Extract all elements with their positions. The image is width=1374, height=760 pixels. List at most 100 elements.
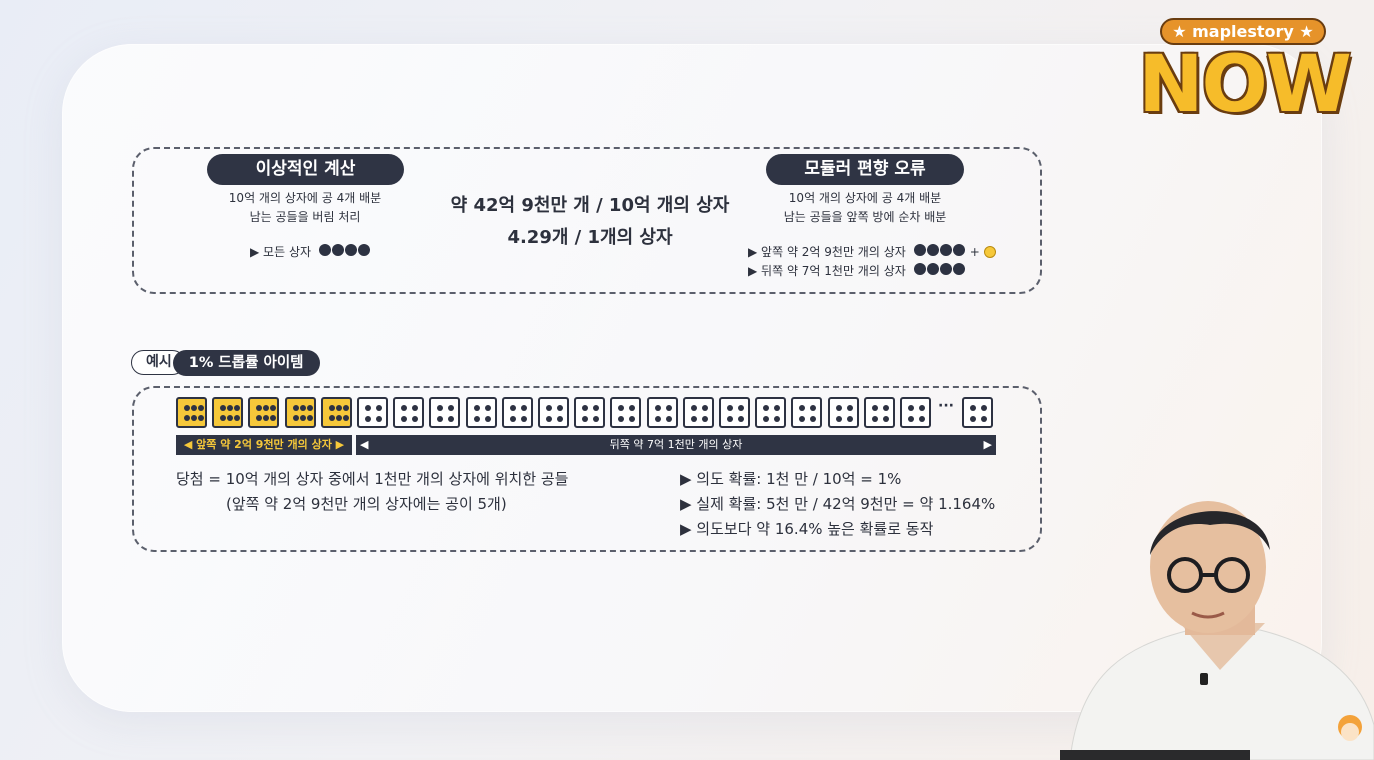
ideal-calc-row: ▶ 모든 상자: [250, 243, 371, 260]
ball-icon: [484, 405, 491, 411]
ball-box-back: [610, 397, 642, 428]
ball-icon: [970, 405, 976, 411]
ball-group: [913, 244, 966, 259]
ball-icon: [484, 416, 491, 422]
ball-icon: [701, 416, 708, 422]
ball-icon: [939, 244, 952, 256]
ball-icon: [191, 415, 197, 421]
ball-box-back: [791, 397, 823, 428]
ball-icon: [448, 416, 455, 422]
ball-icon: [270, 405, 277, 411]
ball-icon: [981, 405, 987, 411]
modulo-bias-line1: 10억 개의 상자에 공 4개 배분: [788, 191, 942, 205]
ratio-line2: 4.29개 / 1개의 상자: [507, 227, 673, 248]
ball-icon: [292, 405, 299, 411]
ball-box-front: [212, 397, 244, 428]
ball-icon: [774, 416, 781, 422]
ball-box-back: [393, 397, 425, 428]
modulo-bias-pill: 모듈러 편향 오류: [766, 154, 964, 185]
ball-icon: [690, 405, 697, 411]
ball-icon: [763, 416, 770, 422]
ball-icon: [220, 405, 227, 411]
ball-icon: [618, 416, 625, 422]
ball-icon: [913, 263, 926, 275]
arrow-left-icon: ◀: [360, 438, 369, 451]
ball-icon: [263, 405, 270, 411]
ball-box-back: [429, 397, 461, 428]
ball-icon: [701, 405, 708, 411]
ball-icon: [184, 415, 190, 421]
ball-icon: [376, 416, 382, 422]
ball-icon: [629, 416, 636, 422]
example-tag: 예시 1% 드롭률 아이템: [131, 350, 320, 376]
ball-icon: [835, 416, 842, 422]
ball-icon: [412, 416, 419, 422]
ball-icon: [882, 405, 889, 411]
ball-icon: [306, 405, 313, 411]
ball-icon: [593, 416, 600, 422]
actual-probability: ▶ 실제 확률: 5천 만 / 42억 9천만 = 약 1.164%: [680, 495, 996, 513]
ball-icon: [871, 405, 878, 411]
ball-icon: [690, 416, 697, 422]
ball-icon: [335, 405, 342, 411]
ball-icon: [270, 415, 277, 421]
ball-group: [913, 263, 966, 278]
ball-icon: [926, 263, 939, 275]
ball-icon: [292, 415, 299, 421]
win-note: (앞쪽 약 2억 9천만 개의 상자에는 공이 5개): [226, 495, 507, 513]
ball-icon: [654, 416, 661, 422]
ball-box-back: [900, 397, 931, 428]
back-boxes-label: 뒤쪽 약 7억 1천만 개의 상자: [609, 438, 743, 451]
ball-icon: [191, 405, 197, 411]
ball-icon: [358, 244, 371, 256]
ball-icon: [546, 416, 552, 422]
ball-icon: [437, 405, 444, 411]
ball-icon: [557, 405, 563, 411]
ball-icon: [198, 405, 204, 411]
ball-icon: [926, 244, 939, 256]
ball-icon: [365, 405, 371, 411]
ball-icon: [799, 405, 806, 411]
front-boxes-label: ◀ 앞쪽 약 2억 9천만 개의 상자 ▶: [183, 438, 345, 451]
now-logo: NOW: [1138, 40, 1352, 130]
ball-icon: [328, 405, 335, 411]
ball-icon: [412, 405, 419, 411]
modulo-bias-row1-label: ▶ 앞쪽 약 2억 9천만 개의 상자: [748, 245, 906, 259]
ball-icon: [184, 405, 190, 411]
modulo-bias-row2: ▶ 뒤쪽 약 7억 1천만 개의 상자: [748, 262, 966, 279]
ball-box-front: [320, 397, 352, 428]
win-definition: 당첨 = 10억 개의 상자 중에서 1천만 개의 상자에 위치한 공들: [176, 470, 569, 488]
ball-icon: [665, 405, 672, 411]
ball-icon: [509, 405, 516, 411]
ball-icon: [913, 244, 926, 256]
ball-icon: [665, 416, 672, 422]
ball-box-front: [248, 397, 280, 428]
ball-icon: [448, 405, 455, 411]
ball-icon: [437, 416, 444, 422]
ball-box-back: [646, 397, 678, 428]
ball-icon: [401, 416, 408, 422]
ball-icon: [871, 416, 878, 422]
ball-box-front: [284, 397, 316, 428]
ball-box-back: [357, 397, 388, 428]
ball-icon: [473, 405, 480, 411]
ball-icon: [618, 405, 625, 411]
ball-icon: [328, 415, 335, 421]
ball-icon: [473, 416, 480, 422]
ball-icon: [546, 405, 552, 411]
ball-icon: [799, 416, 806, 422]
ball-icon: [774, 405, 781, 411]
ball-icon: [520, 405, 527, 411]
ideal-calc-row-label: ▶ 모든 상자: [250, 245, 312, 259]
ball-icon: [952, 263, 965, 275]
ball-icon: [306, 415, 313, 421]
ball-icon: [593, 405, 600, 411]
ball-icon: [629, 405, 636, 411]
ball-icon: [738, 416, 744, 422]
ball-icon: [939, 263, 952, 275]
ball-icon: [263, 415, 270, 421]
ball-icon: [520, 416, 527, 422]
example-box: [132, 386, 1042, 552]
ball-box-back: [755, 397, 787, 428]
front-boxes-bar: ◀ 앞쪽 약 2억 9천만 개의 상자 ▶: [176, 435, 352, 455]
